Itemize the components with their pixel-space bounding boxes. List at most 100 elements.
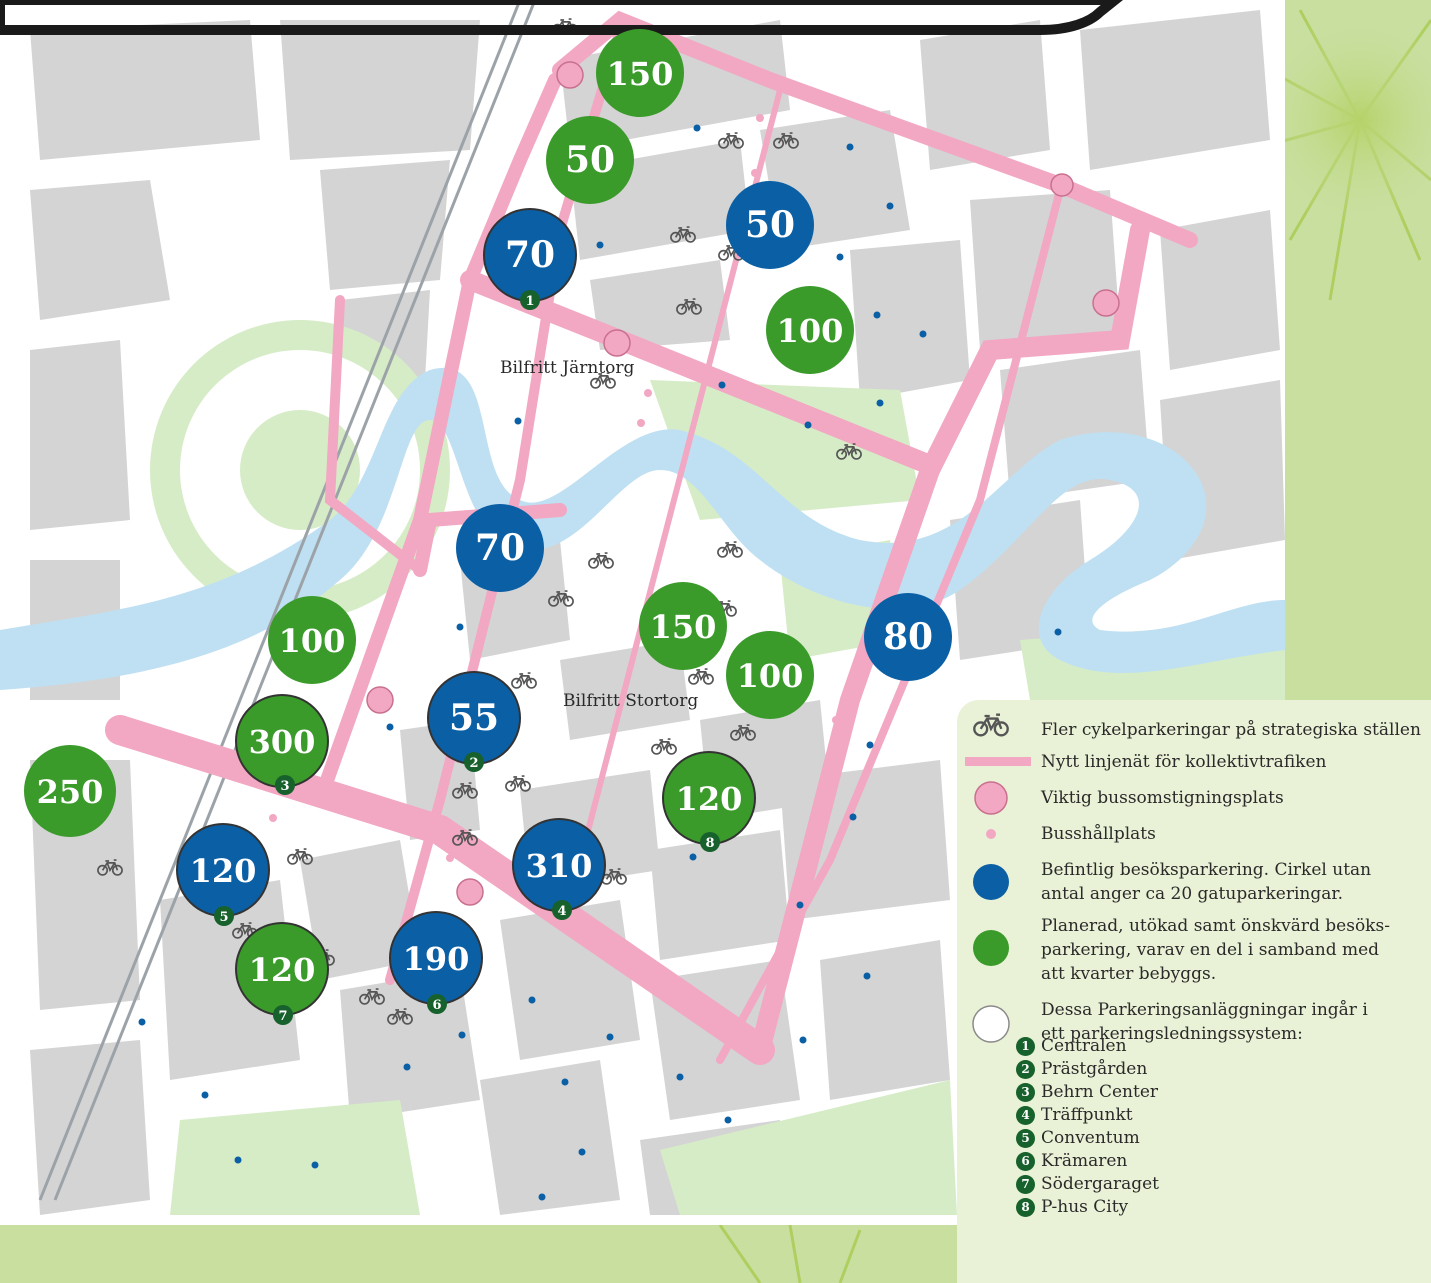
marker-value: 310: [526, 847, 593, 885]
facility-item: 6 Krämaren: [1016, 1150, 1256, 1172]
facility-badge-number: 4: [557, 904, 566, 919]
decorative-glow: [1250, 10, 1431, 230]
marker-value: 70: [505, 234, 555, 276]
marker-value: 100: [737, 657, 804, 695]
facility-number: 8: [1016, 1198, 1035, 1217]
facility-badge: [427, 994, 447, 1014]
facility-item: 4 Träffpunkt: [1016, 1104, 1256, 1126]
marker-value: 80: [883, 616, 933, 658]
legend-planned-line-1: Planerad, utökad samt önskvärd besöks-: [1041, 916, 1390, 936]
parking-marker: 310 4: [512, 818, 606, 920]
facility-name: Conventum: [1041, 1128, 1140, 1148]
marker-circle: [456, 504, 544, 592]
marker-circle: [596, 29, 684, 117]
parking-marker: 50: [726, 181, 814, 269]
place-label-stortorg: Bilfritt Stortorg: [563, 691, 698, 711]
facility-number: 3: [1016, 1083, 1035, 1102]
facility-name: Krämaren: [1041, 1151, 1128, 1171]
facility-badge-number: 2: [469, 756, 478, 771]
parking-marker: 100: [268, 596, 356, 684]
parking-marker: 70 1: [483, 208, 577, 310]
existing-parking-icon: [973, 864, 1009, 900]
parking-marker: 150: [639, 582, 727, 670]
facility-badge: [552, 900, 572, 920]
legend-interchange-row: Viktig bussomstigningsplats: [957, 781, 1431, 816]
marker-value: 100: [777, 312, 844, 350]
legend-existing-line-1: Befintlig besöksparkering. Cirkel utan: [1041, 860, 1372, 880]
parking-marker: 250: [24, 745, 116, 837]
title-frame: [0, 0, 1124, 35]
parking-marker: 80: [864, 593, 952, 681]
marker-value: 50: [565, 139, 615, 181]
legend-system-line-1: Dessa Parkeringsanläggningar ingår i: [1041, 1000, 1368, 1020]
facility-badge-number: 7: [278, 1009, 287, 1024]
legend-stop-row: Busshållplats: [957, 822, 1431, 850]
interchange-icon: [974, 781, 1008, 815]
facility-number: 6: [1016, 1152, 1035, 1171]
parking-marker: 150: [596, 29, 684, 117]
facility-number: 7: [1016, 1175, 1035, 1194]
parking-marker: 120 8: [662, 751, 756, 852]
marker-value: 50: [745, 204, 795, 246]
parking-marker: 100: [726, 631, 814, 719]
marker-circle: [24, 745, 116, 837]
facility-name: Centralen: [1041, 1036, 1127, 1056]
facility-badge-number: 5: [219, 910, 228, 925]
marker-circle: [726, 631, 814, 719]
legend-bike-row: Fler cykelparkeringar på strategiska stä…: [957, 718, 1431, 748]
marker-circle: [268, 596, 356, 684]
facility-badge-number: 8: [705, 836, 714, 851]
marker-value: 150: [650, 608, 717, 646]
marker-value: 100: [279, 622, 346, 660]
marker-value: 120: [190, 852, 257, 890]
legend-existing-row: Befintlig besöksparkering. Cirkel utan an…: [957, 858, 1431, 910]
place-label-jarntorg: Bilfritt Järntorg: [500, 358, 635, 378]
bike-icon: [973, 712, 1009, 738]
marker-value: 120: [676, 780, 743, 818]
legend-line-row: Nytt linjenät för kollektivtrafiken: [957, 750, 1431, 778]
transit-line-swatch: [965, 757, 1031, 766]
marker-circle: [864, 593, 952, 681]
facility-badge-number: 6: [432, 998, 441, 1013]
facility-item: 2 Prästgården: [1016, 1058, 1256, 1080]
facility-badge: [275, 775, 295, 795]
legend-line-label: Nytt linjenät för kollektivtrafiken: [1041, 752, 1327, 772]
legend-planned-line-2: parkering, varav en del i samband med: [1041, 940, 1380, 960]
marker-value: 190: [403, 940, 470, 978]
legend-planned-row: Planerad, utökad samt önskvärd besöks-pa…: [957, 914, 1431, 990]
facility-badge: [520, 290, 540, 310]
facility-item: 1 Centralen: [1016, 1035, 1256, 1057]
facility-badge: [273, 1005, 293, 1025]
parking-marker: 70: [456, 504, 544, 592]
facility-name: Träffpunkt: [1041, 1105, 1133, 1125]
marker-circle: [546, 116, 634, 204]
marker-value: 120: [249, 951, 316, 989]
marker-value: 55: [449, 697, 499, 739]
marker-circle: [766, 286, 854, 374]
facility-name: Prästgården: [1041, 1059, 1148, 1079]
legend-bike-label: Fler cykelparkeringar på strategiska stä…: [1041, 720, 1421, 740]
facility-number: 2: [1016, 1060, 1035, 1079]
facility-badge-number: 1: [525, 294, 534, 309]
legend-interchange-label: Viktig bussomstigningsplats: [1041, 788, 1284, 808]
legend-existing-line-2: antal anger ca 20 gatuparkeringar.: [1041, 884, 1344, 904]
parking-marker: 55 2: [427, 671, 521, 772]
marker-value: 250: [37, 773, 104, 811]
bus-stop-icon: [986, 829, 996, 839]
parking-marker: 120 7: [235, 922, 329, 1025]
facility-number: 1: [1016, 1037, 1035, 1056]
marker-circle: [639, 582, 727, 670]
legend-planned-line-3: att kvarter bebyggs.: [1041, 964, 1217, 984]
marker-value: 300: [249, 723, 316, 761]
planned-parking-icon: [973, 930, 1009, 966]
legend: Fler cykelparkeringar på strategiska stä…: [957, 700, 1431, 1283]
legend-stop-label: Busshållplats: [1041, 824, 1156, 844]
facility-number: 4: [1016, 1106, 1035, 1125]
